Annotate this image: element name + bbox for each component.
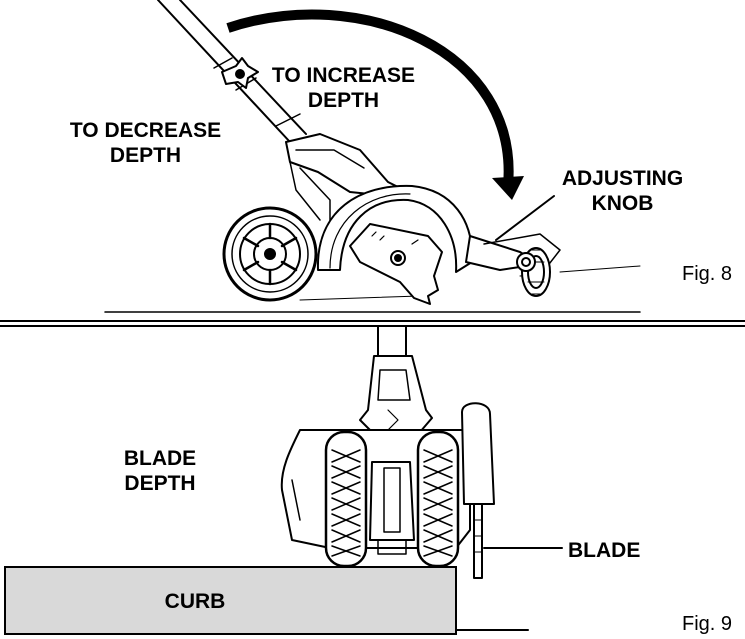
label-blade-depth-line2: DEPTH <box>124 472 196 495</box>
label-to-decrease-depth: TO DECREASE DEPTH <box>48 118 243 168</box>
label-to-increase-line2: DEPTH <box>307 89 380 112</box>
label-adjusting-line1: ADJUSTING <box>561 167 684 190</box>
label-to-increase-depth: TO INCREASE DEPTH <box>246 63 441 113</box>
label-to-decrease-line2: DEPTH <box>109 144 182 167</box>
label-blade-depth-line1: BLADE <box>123 447 197 470</box>
label-blade: BLADE <box>568 539 641 562</box>
curb-block <box>4 566 457 635</box>
label-curb: CURB <box>164 590 226 613</box>
label-to-decrease-line1: TO DECREASE <box>69 119 222 142</box>
fig8-edger-side-view <box>104 0 641 313</box>
fig9-edger-rear-view <box>280 326 563 631</box>
label-blade-depth: BLADE DEPTH <box>100 446 220 496</box>
fig8-caption: Fig. 8 <box>682 263 733 285</box>
figure-separator <box>0 320 745 327</box>
fig9-caption: Fig. 9 <box>682 613 733 635</box>
label-to-increase-line1: TO INCREASE <box>271 64 416 87</box>
label-adjusting-line2: KNOB <box>591 192 654 215</box>
label-adjusting-knob: ADJUSTING KNOB <box>540 166 705 216</box>
